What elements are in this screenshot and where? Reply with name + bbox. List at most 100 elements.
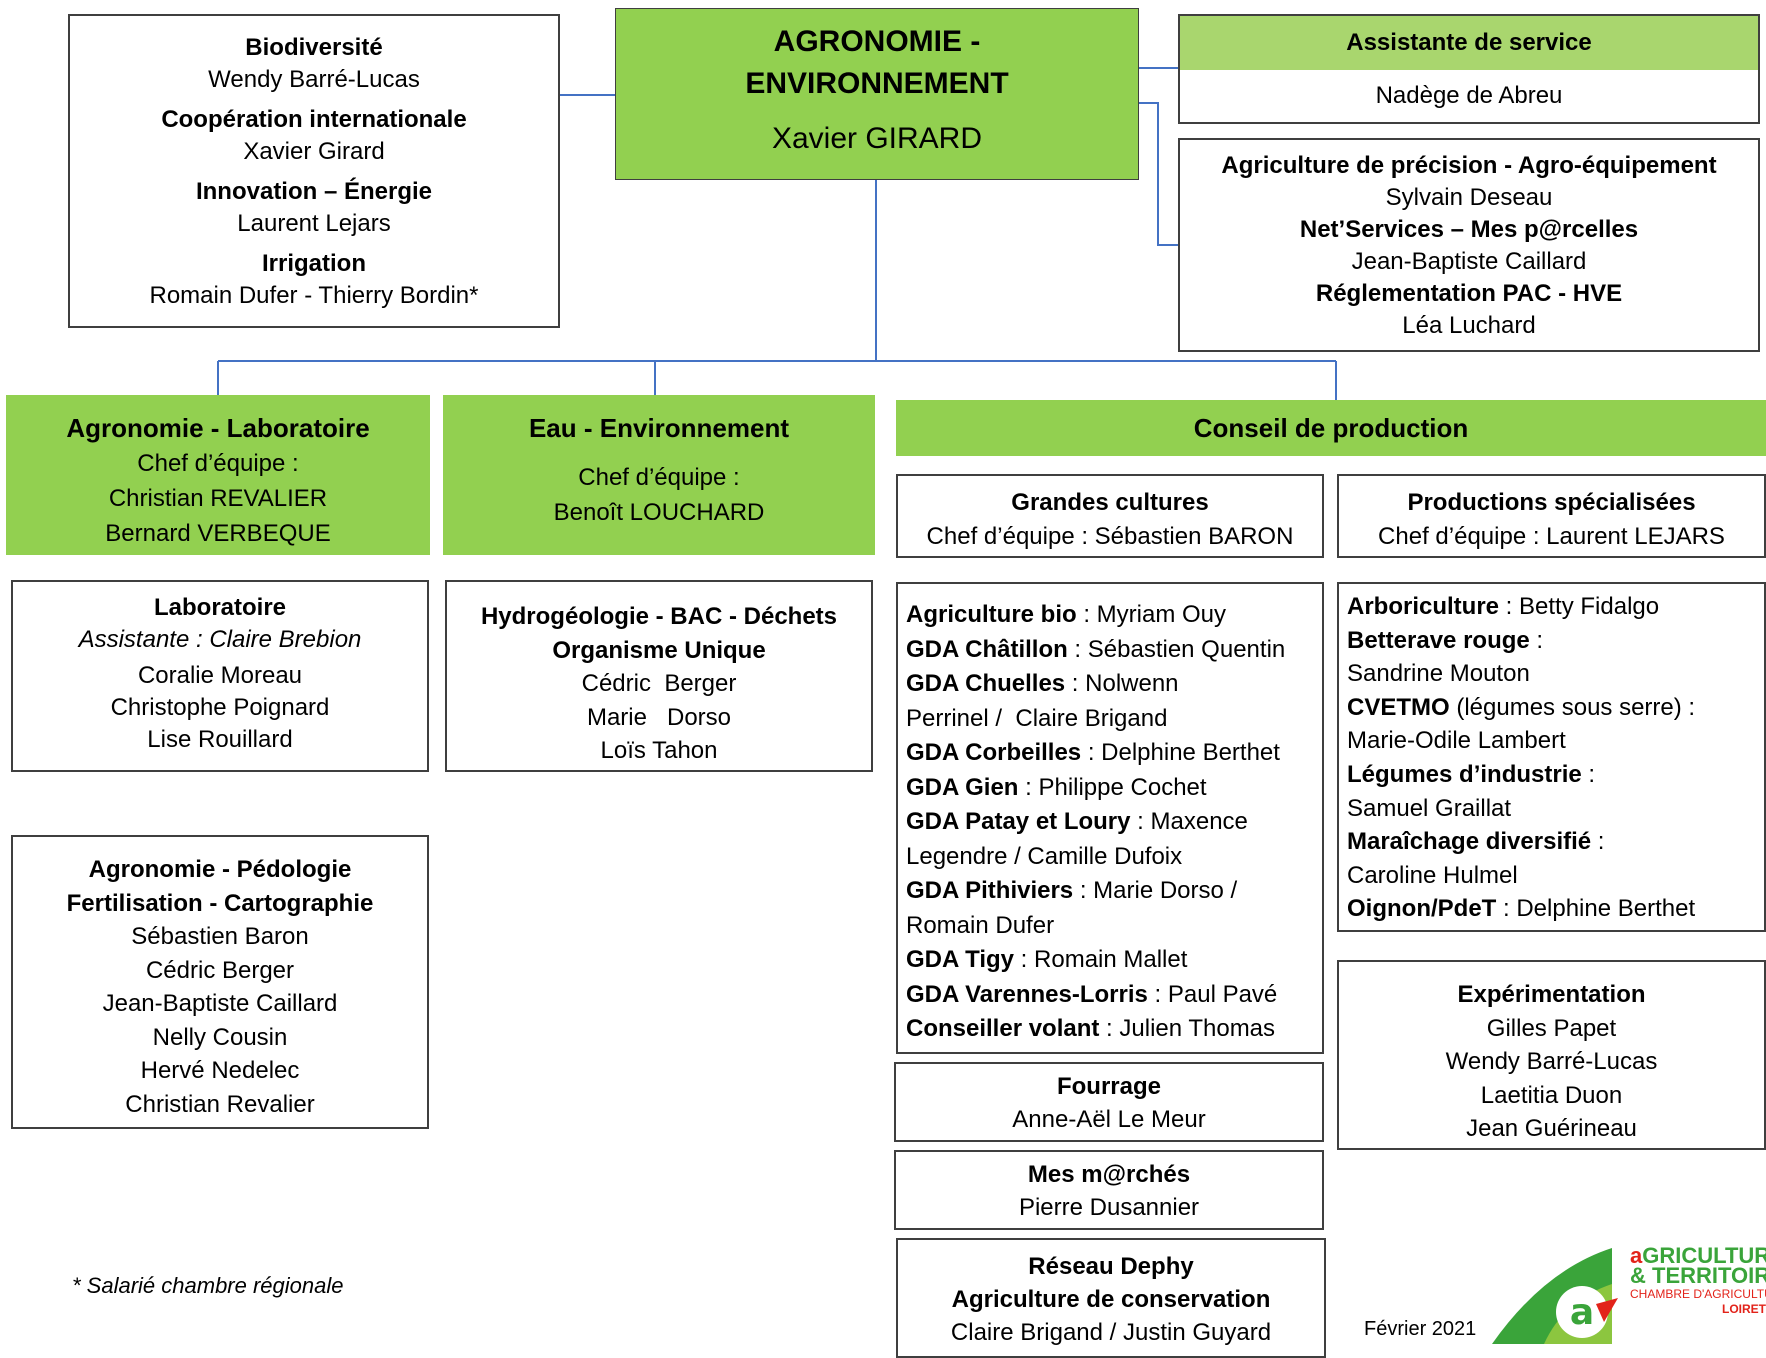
list-item-text: : Romain Mallet	[1014, 946, 1188, 973]
list-item-text: Sandrine Mouton	[1347, 660, 1530, 688]
person: Laetitia Duon	[1480, 1081, 1623, 1109]
person: Marie Dorso	[586, 703, 732, 731]
team-conseil-production: Conseil de production	[896, 400, 1766, 456]
topic-people: Jean-Baptiste Caillard	[1351, 248, 1587, 275]
person: Coralie Moreau	[137, 662, 303, 689]
person: Wendy Barré-Lucas	[1445, 1048, 1658, 1075]
subteam-chef: Chef d’équipe : Laurent LEJARS	[1378, 523, 1725, 550]
box-title: Laboratoire	[153, 594, 287, 621]
logo-line3: CHAMBRE D'AGRICULTURE	[1630, 1287, 1766, 1301]
list-item: GDA Pithiviers : Marie Dorso /	[906, 874, 1322, 909]
list-item-label: CVETMO	[1347, 693, 1450, 721]
grandes-cultures-header: Grandes cultures Chef d’équipe : Sébasti…	[896, 474, 1324, 558]
person: Lise Rouillard	[147, 726, 293, 753]
team-chef: Benoît LOUCHARD	[553, 499, 765, 526]
team-chef-label: Chef d’équipe :	[137, 450, 299, 477]
assistante-box: Assistante de service Nadège de Abreu	[1178, 14, 1760, 124]
list-item-text: Romain Dufer	[906, 911, 1055, 939]
list-item-label: GDA Pithiviers	[906, 877, 1074, 904]
list-item: Legendre / Camille Dufoix	[906, 840, 1322, 875]
topic-people: Sylvain Deseau	[1385, 184, 1553, 211]
list-item-text: : Delphine Berthet	[1496, 895, 1696, 923]
list-item: GDA Tigy : Romain Mallet	[906, 943, 1322, 978]
list-item: Marie-Odile Lambert	[1347, 724, 1764, 758]
list-item-label: Maraîchage diversifié	[1347, 828, 1592, 856]
box-title: Hydrogéologie - BAC - Déchets	[480, 603, 838, 630]
department-title: AGRONOMIE - ENVIRONNEMENT	[745, 25, 1009, 100]
hydrogeologie-box: Hydrogéologie - BAC - Déchets Organisme …	[445, 580, 873, 772]
logo-mark-icon: a	[1492, 1248, 1618, 1344]
list-item-text: : Maxence	[1130, 808, 1248, 835]
list-item: GDA Patay et Loury : Maxence	[906, 805, 1322, 840]
box-title: Réseau Dephy	[1028, 1253, 1194, 1280]
list-item-text: : Sébastien Quentin	[1067, 635, 1286, 663]
topic-people: Wendy Barré-Lucas	[208, 66, 420, 93]
topic-label: Agriculture de précision - Agro-équipeme…	[1221, 152, 1717, 179]
list-item-label: GDA Chuelles	[906, 670, 1066, 697]
list-item: Sandrine Mouton	[1347, 657, 1764, 691]
list-item-text: : Delphine Berthet	[1081, 739, 1280, 766]
precision-topics-box: Agriculture de précision - Agro-équipeme…	[1178, 138, 1760, 352]
list-item-label: Betterave rouge	[1347, 626, 1530, 654]
list-item: Caroline Hulmel	[1347, 859, 1764, 893]
list-item-text: :	[1581, 760, 1596, 788]
list-item-label: Conseiller volant	[906, 1015, 1100, 1042]
person: Cédric Berger	[145, 956, 295, 984]
list-item: Romain Dufer	[906, 909, 1322, 944]
list-item: Légumes d’industrie :	[1347, 758, 1764, 792]
list-item-text: :	[1591, 828, 1605, 856]
list-item-text: : Philippe Cochet	[1018, 773, 1207, 801]
topic-label: Réglementation PAC - HVE	[1315, 280, 1623, 307]
reseau-dephy-box: Réseau Dephy Agriculture de conservation…	[896, 1238, 1326, 1358]
topic-label: Net’Services – Mes p@rcelles	[1299, 216, 1639, 243]
person: Sébastien Baron	[131, 923, 309, 950]
laboratoire-box: Laboratoire Assistante : Claire Brebion …	[11, 580, 429, 772]
box-title: Agriculture de conservation	[951, 1286, 1271, 1313]
list-item-label: GDA Corbeilles	[906, 739, 1082, 766]
list-item-text: : Betty Fidalgo	[1499, 593, 1660, 620]
list-item-label: GDA Tigy	[906, 946, 1015, 973]
topic-label: Irrigation	[261, 250, 366, 277]
list-item: GDA Châtillon : Sébastien Quentin	[906, 633, 1322, 668]
team-chef: Christian REVALIER	[108, 485, 328, 512]
logo-line4: LOIRET	[1722, 1302, 1766, 1316]
list-item-text: : Marie Dorso /	[1073, 877, 1238, 904]
topic-people: Laurent Lejars	[237, 210, 391, 237]
list-item-label: Légumes d’industrie	[1347, 760, 1582, 788]
list-item: Arboriculture : Betty Fidalgo	[1347, 590, 1764, 624]
person: Christian Revalier	[125, 1090, 315, 1118]
person: Gilles Papet	[1486, 1014, 1617, 1042]
team-title: Agronomie - Laboratoire	[66, 413, 370, 443]
list-item-label: GDA Varennes-Lorris	[906, 980, 1148, 1008]
subteam-chef: Chef d’équipe : Sébastien BARON	[926, 523, 1294, 550]
list-item-text: : Myriam Ouy	[1076, 601, 1227, 628]
list-item-text: :	[1529, 626, 1544, 654]
assistante-label: Assistante : Claire Brebion	[78, 626, 362, 653]
list-item-text: Caroline Hulmel	[1347, 861, 1518, 889]
productions-specialisees-header: Productions spécialisées Chef d’équipe :…	[1337, 474, 1766, 558]
department-head-name: Xavier GIRARD	[771, 122, 983, 155]
list-item: Maraîchage diversifié :	[1347, 825, 1764, 859]
team-agronomie-laboratoire: Agronomie - Laboratoire Chef d’équipe : …	[6, 395, 430, 555]
list-item-text: : Julien Thomas	[1099, 1015, 1276, 1042]
box-title: Fourrage	[1056, 1073, 1161, 1100]
experimentation-box: Expérimentation Gilles Papet Wendy Barré…	[1337, 960, 1766, 1150]
list-item-text: Marie-Odile Lambert	[1347, 727, 1566, 755]
list-item-text: : Paul Pavé	[1147, 980, 1278, 1008]
list-item-text: Perrinel / Claire Brigand	[906, 704, 1168, 732]
subteam-title: Productions spécialisées	[1407, 489, 1696, 516]
topic-people: Léa Luchard	[1402, 312, 1536, 339]
subteam-title: Grandes cultures	[1011, 489, 1209, 516]
box-title: Agronomie - Pédologie	[88, 856, 352, 883]
list-item: Betterave rouge :	[1347, 624, 1764, 658]
list-item: Perrinel / Claire Brigand	[906, 702, 1322, 737]
list-item-label: GDA Gien	[906, 773, 1019, 801]
logo-line2: & TERRITOIRE	[1630, 1263, 1766, 1288]
logo-a: a	[1630, 1243, 1643, 1268]
team-chef-label: Chef d’équipe :	[578, 464, 740, 491]
list-item: Conseiller volant : Julien Thomas	[906, 1012, 1322, 1047]
list-item-label: GDA Châtillon	[906, 635, 1068, 663]
